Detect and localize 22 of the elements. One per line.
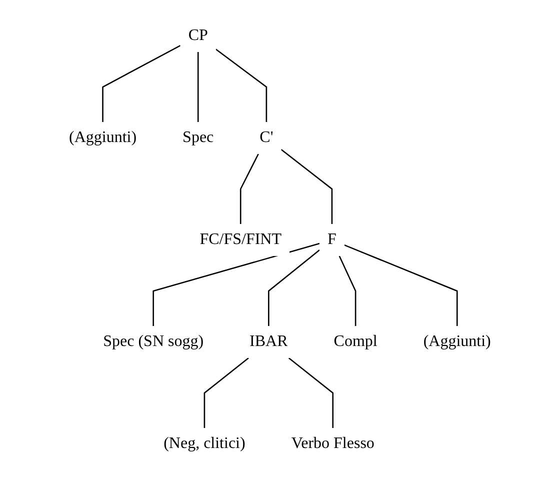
connector — [198, 52, 199, 122]
connector — [288, 356, 334, 428]
connector — [280, 148, 333, 224]
connector — [338, 255, 356, 326]
node-text: IBAR — [250, 332, 288, 350]
connector — [216, 48, 268, 122]
connector — [268, 249, 320, 326]
node-text: Spec — [182, 128, 214, 146]
connector — [204, 356, 249, 428]
node-text: F — [328, 230, 336, 248]
node-text: Verbo Flesso — [291, 434, 374, 452]
node-text: (Aggiunti) — [423, 332, 491, 350]
node-text: C' — [260, 128, 274, 146]
node-text: (Aggiunti) — [69, 128, 137, 146]
connector — [240, 153, 259, 224]
connector — [152, 242, 320, 326]
node-text: Compl — [334, 332, 378, 350]
node-text: CP — [188, 26, 208, 44]
connector — [102, 44, 181, 122]
node-text: (Neg, clitici) — [164, 434, 246, 452]
connector — [344, 244, 458, 326]
node-text: Spec (SN sogg) — [103, 332, 204, 350]
